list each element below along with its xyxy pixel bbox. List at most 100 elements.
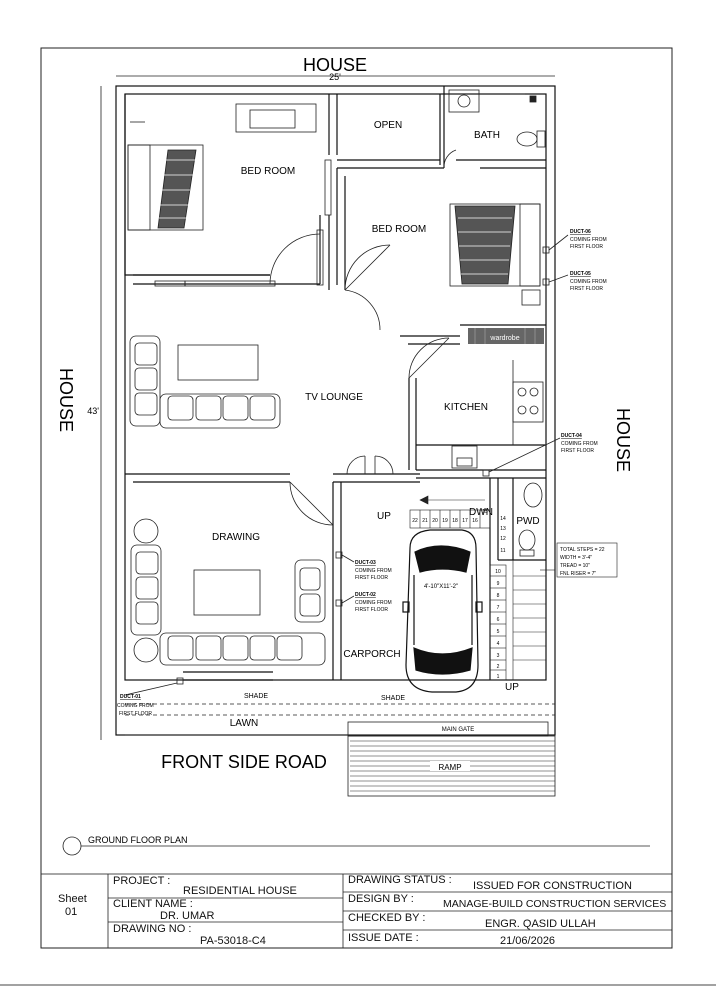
- ramp-label-bg: [430, 761, 470, 771]
- project-value: RESIDENTIAL HOUSE: [183, 885, 297, 897]
- step-3: 3: [497, 653, 500, 659]
- carporch-label: CARPORCH: [343, 649, 400, 660]
- wardrobe-label: wardrobe: [489, 335, 519, 342]
- step-4: 4: [497, 641, 500, 647]
- duct-05-line1: COMING FROM: [570, 279, 607, 285]
- front-area: [125, 703, 556, 797]
- stair-note-4: FNL RISER = 7": [560, 571, 596, 577]
- status-value: ISSUED FOR CONSTRUCTION: [473, 880, 632, 892]
- pwd-label: PWD: [516, 516, 539, 527]
- checked-value: ENGR. QASID ULLAH: [485, 918, 596, 930]
- duct-04-line1: COMING FROM: [561, 441, 598, 447]
- sheet-number: 01: [65, 906, 78, 918]
- stair-treads: [409, 495, 555, 681]
- client-value: DR. UMAR: [160, 910, 215, 922]
- step-17: 17: [462, 518, 468, 524]
- shade-label-1: SHADE: [244, 693, 268, 700]
- duct-02-name: DUCT-02: [355, 592, 376, 598]
- step-7: 7: [497, 605, 500, 611]
- wardrobe: [468, 328, 544, 344]
- step-22: 22: [412, 518, 418, 524]
- pwd-fixtures: [518, 482, 543, 557]
- width-dimension: 25': [329, 72, 341, 82]
- ramp-lines: [350, 740, 555, 792]
- drawing-title-bubble: [62, 836, 82, 856]
- stair-note-3: TREAD = 10": [560, 563, 590, 569]
- drawing-furniture: [130, 518, 326, 666]
- duct-05-name: DUCT-05: [570, 271, 591, 277]
- right-neighbor-label: HOUSE: [613, 408, 633, 472]
- top-neighbor-label: HOUSE: [303, 55, 367, 75]
- left-neighbor-label: HOUSE: [56, 368, 76, 432]
- car-size-label-2: 4'-10"X11'-2": [424, 584, 458, 590]
- step-15: 15: [482, 509, 488, 515]
- drawing-no-label: DRAWING NO :: [113, 923, 192, 935]
- issue-date-label: ISSUE DATE :: [348, 932, 419, 944]
- main-gate-label: MAIN GATE: [442, 727, 475, 733]
- bath-fixtures: [448, 89, 546, 148]
- tv-lounge-label: TV LOUNGE: [305, 392, 363, 403]
- step-13: 13: [500, 526, 506, 532]
- duct-06-line2: FIRST FLOOR: [570, 244, 603, 250]
- windows: [154, 159, 332, 287]
- bed-room-1-label: BED ROOM: [241, 166, 295, 177]
- dwn-label: DWN: [469, 507, 493, 518]
- kitchen-label: KITCHEN: [444, 402, 488, 413]
- duct-labels: DUCT-06 COMING FROM FIRST FLOOR DUCT-05 …: [117, 229, 607, 717]
- duct-03-line1: COMING FROM: [355, 568, 392, 574]
- duct-02-line1: COMING FROM: [355, 600, 392, 606]
- stair-step-numbers: 22 21 20 19 18 17 16 15 14 13 12 11 10 9…: [412, 509, 506, 680]
- open-label: OPEN: [374, 120, 402, 131]
- duct-01-line1: COMING FROM: [117, 703, 154, 709]
- car-size-label-1: ALTO CAR SIZE: [419, 576, 463, 582]
- step-1: 1: [497, 674, 500, 680]
- duct-06-name: DUCT-06: [570, 229, 591, 235]
- duct-02-line2: FIRST FLOOR: [355, 607, 388, 613]
- title-block-grid: [40, 873, 673, 949]
- duct-03-line2: FIRST FLOOR: [355, 575, 388, 581]
- drawing-title: GROUND FLOOR PLAN: [88, 835, 188, 845]
- step-2: 2: [497, 664, 500, 670]
- step-10: 10: [495, 569, 501, 575]
- tv-lounge-furniture: [129, 335, 281, 429]
- bed-1: [127, 103, 317, 231]
- car: [402, 529, 483, 693]
- drawing-no-value: PA-53018-C4: [200, 935, 266, 947]
- step-11: 11: [500, 548, 505, 554]
- duct-06-line1: COMING FROM: [570, 237, 607, 243]
- step-6: 6: [497, 617, 500, 623]
- bed-2: [449, 203, 541, 306]
- bath-label: BATH: [474, 130, 500, 141]
- door-swings: [269, 149, 457, 526]
- step-20: 20: [432, 518, 438, 524]
- stair-notes: TOTAL STEPS = 22 WIDTH = 3'-4" TREAD = 1…: [556, 542, 618, 578]
- duct-03-name: DUCT-03: [355, 560, 376, 566]
- design-label: DESIGN BY :: [348, 893, 414, 905]
- step-21: 21: [422, 518, 428, 524]
- duct-01-line2: FIRST FLOOR: [119, 711, 152, 717]
- ramp-label: RAMP: [438, 763, 461, 772]
- step-5: 5: [497, 629, 500, 635]
- up-label-carporch: UP: [377, 511, 391, 522]
- step-18: 18: [452, 518, 458, 524]
- up-label-stair: UP: [505, 682, 519, 693]
- kitchen-fixtures: [451, 360, 544, 469]
- depth-dimension: 43': [87, 406, 99, 416]
- step-8: 8: [497, 593, 500, 599]
- duct-05-line2: FIRST FLOOR: [570, 286, 603, 292]
- checked-label: CHECKED BY :: [348, 912, 426, 924]
- drawing-label: DRAWING: [212, 532, 260, 543]
- step-19: 19: [442, 518, 448, 524]
- bed-room-2-label: BED ROOM: [372, 224, 426, 235]
- sheet-label: Sheet: [58, 893, 87, 905]
- sheet-border: [40, 47, 673, 949]
- step-16: 16: [472, 518, 478, 524]
- step-9: 9: [497, 581, 500, 587]
- step-14: 14: [500, 516, 506, 522]
- stair-note-2: WIDTH = 3'-4": [560, 555, 592, 561]
- duct-04-line2: FIRST FLOOR: [561, 448, 594, 454]
- duct-04-name: DUCT-04: [561, 433, 582, 439]
- shade-label-2: SHADE: [381, 695, 405, 702]
- client-label: CLIENT NAME :: [113, 898, 193, 910]
